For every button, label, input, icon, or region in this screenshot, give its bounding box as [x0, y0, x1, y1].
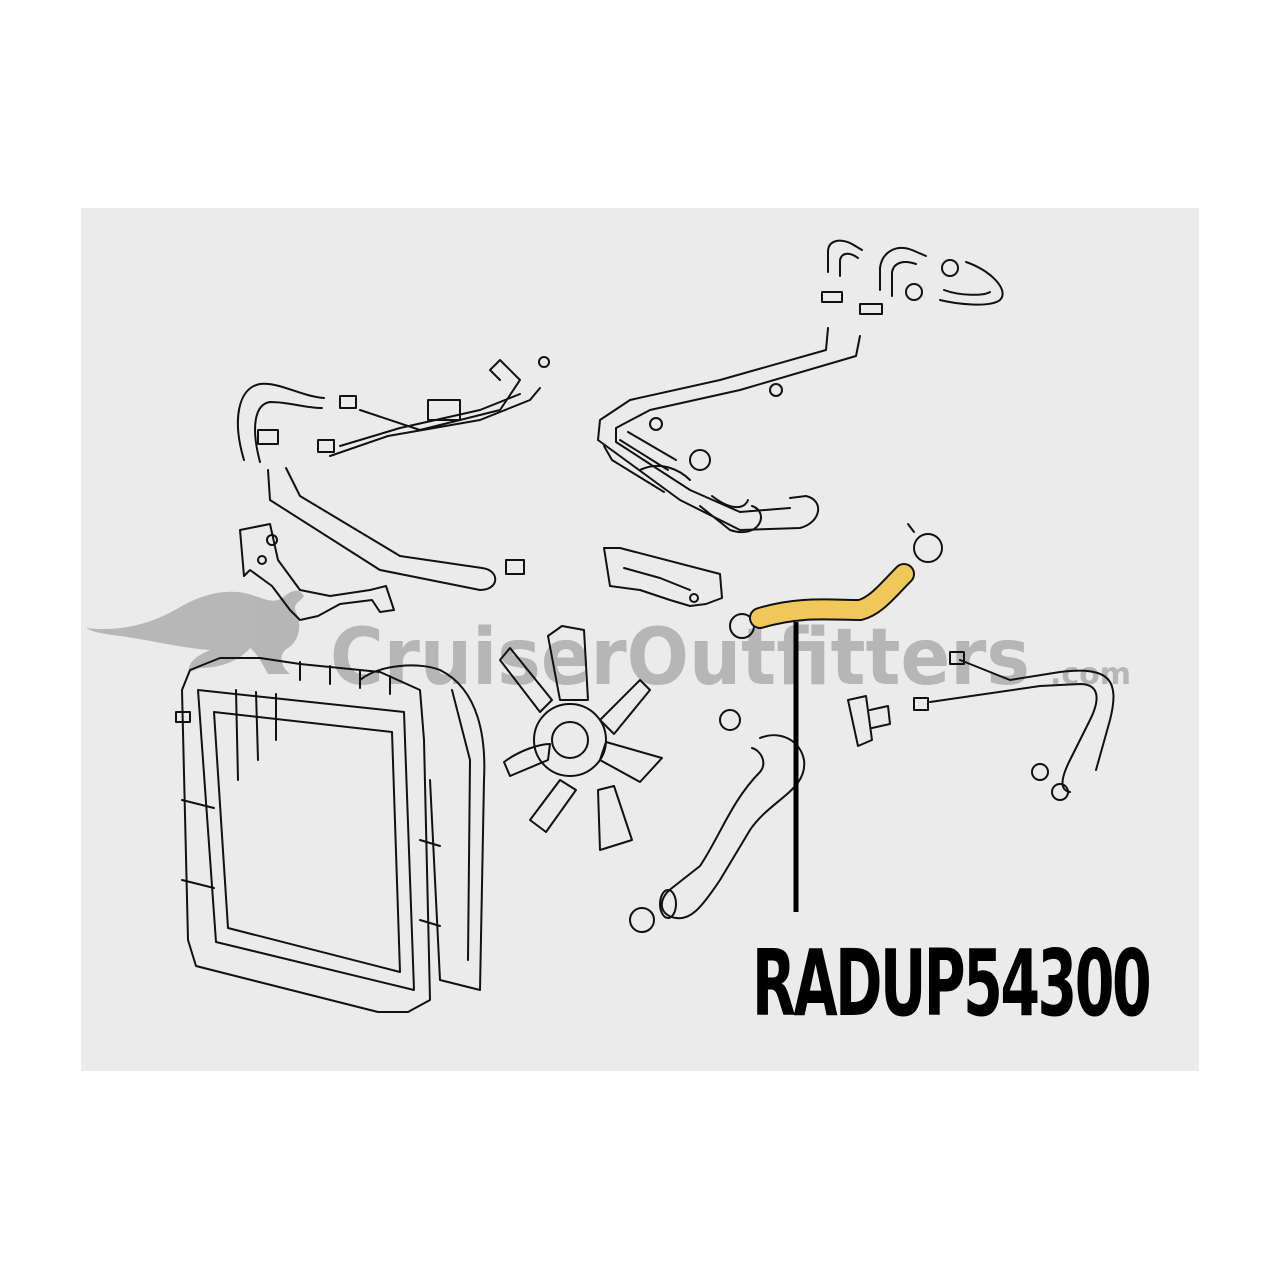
fan-shroud [359, 664, 486, 991]
upper-radiator-hose[interactable] [749, 563, 915, 629]
part-number-label: RADUP54300 [752, 930, 1152, 1037]
fan-shroud-bracket [603, 547, 723, 607]
radiator-support-bracket [239, 523, 395, 621]
watermark-brand: CruiserOutfitters [330, 613, 1030, 703]
heater-hose-elbows [821, 239, 1004, 315]
lower-radiator-hose [629, 709, 806, 933]
kangaroo-logo [86, 590, 304, 674]
water-outlet-and-bypass-hoses [847, 651, 1115, 801]
watermark: CruiserOutfitters .com [86, 590, 1131, 703]
left-heater-pipes [237, 356, 550, 591]
cooling-fan [499, 625, 663, 851]
radiator [175, 657, 441, 1013]
heater-pipe-assembly [597, 327, 861, 534]
